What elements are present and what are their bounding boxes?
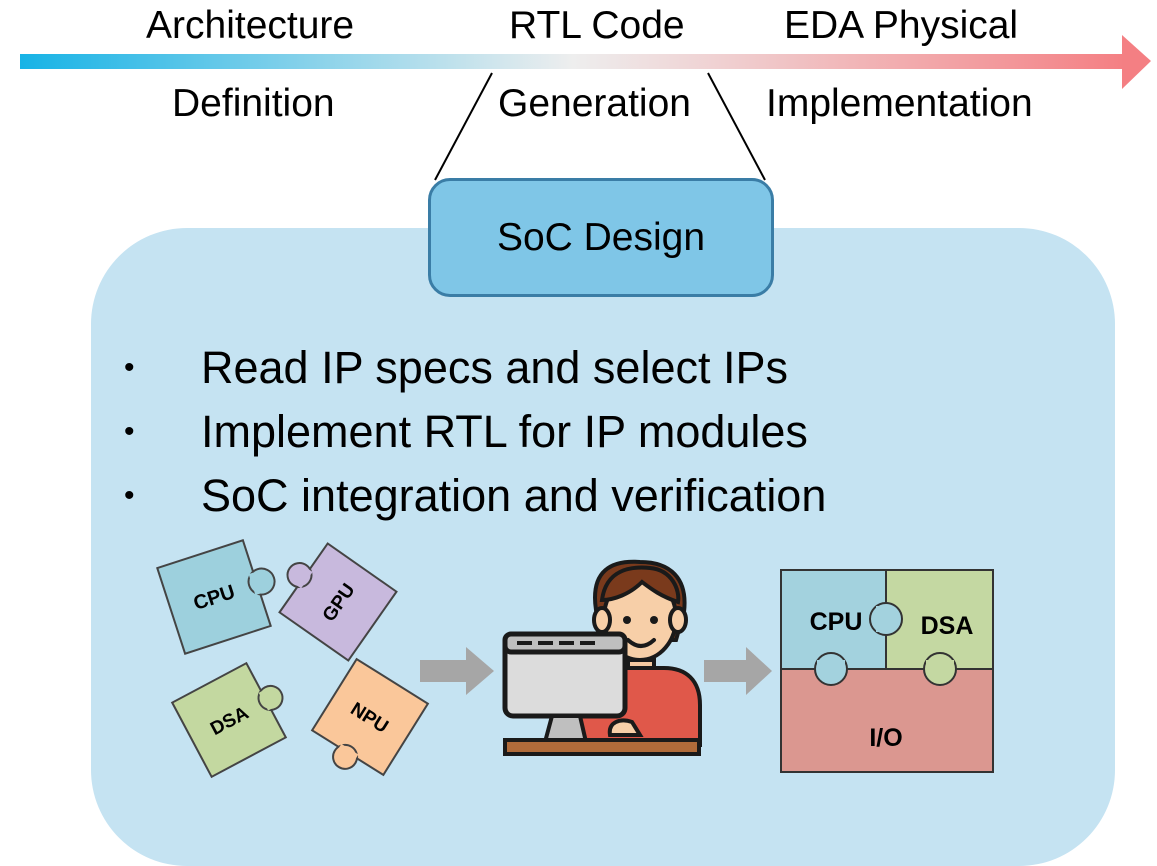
- soc-design-box: SoC Design: [428, 178, 774, 297]
- ip-piece-cpu: CPU: [156, 539, 276, 655]
- soc-block-cpu-label: CPU: [810, 608, 863, 636]
- soc-design-label: SoC Design: [496, 215, 706, 259]
- task-text: SoC integration and verification: [201, 470, 827, 521]
- arrow-to-engineer: [420, 647, 494, 695]
- ip-piece-npu: NPU: [310, 657, 430, 777]
- task-text: Read IP specs and select IPs: [201, 342, 788, 393]
- stage-rtl-title: RTL Code: [509, 4, 685, 47]
- soc-block-io: [780, 668, 994, 773]
- engineer-at-computer-icon: [502, 559, 702, 756]
- soc-block-dsa-label: DSA: [921, 612, 974, 640]
- bullet-icon: •: [124, 479, 135, 512]
- zoom-line-left: [434, 72, 493, 181]
- stage-eda-title: EDA Physical: [784, 4, 1019, 47]
- stage-architecture-title: Architecture: [146, 4, 355, 47]
- ip-piece-dsa: DSA: [170, 661, 288, 779]
- task-list: • Read IP specs and select IPs • Implement…: [118, 336, 826, 528]
- zoom-line-right: [707, 72, 766, 181]
- task-item: • Implement RTL for IP modules: [118, 400, 826, 464]
- integrated-soc: CPU DSA I/O: [780, 569, 994, 773]
- task-item: • Read IP specs and select IPs: [118, 336, 826, 400]
- stage-rtl-subtitle: Generation: [498, 82, 691, 125]
- soc-block-io-label: I/O: [869, 724, 902, 752]
- stage-architecture-subtitle: Definition: [172, 82, 335, 125]
- flow-arrow: [20, 35, 1151, 89]
- task-item: • SoC integration and verification: [118, 464, 826, 528]
- bullet-icon: •: [124, 351, 135, 384]
- bullet-icon: •: [124, 415, 135, 448]
- stage-eda-subtitle: Implementation: [766, 82, 1033, 125]
- task-text: Implement RTL for IP modules: [201, 406, 808, 457]
- arrow-to-integrated-soc: [704, 647, 772, 695]
- ip-piece-gpu: GPU: [278, 542, 398, 662]
